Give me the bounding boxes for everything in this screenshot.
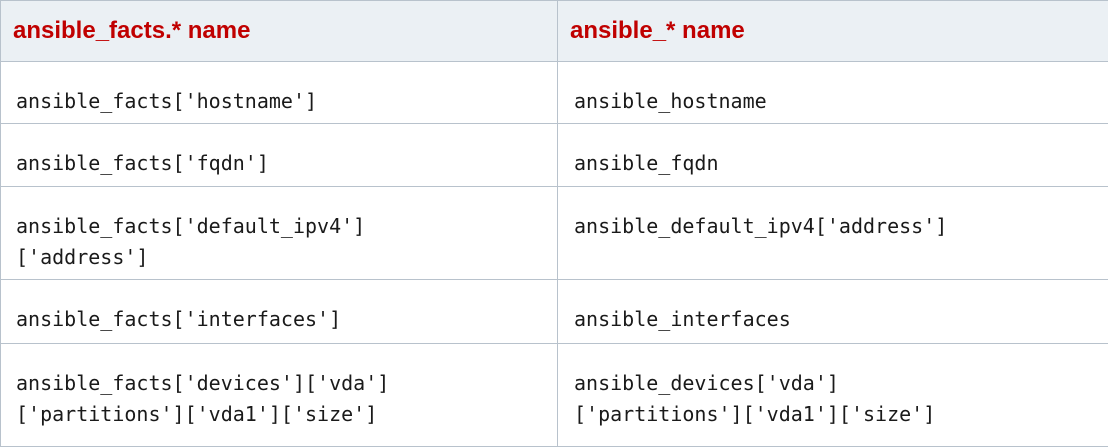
facts-cell: ansible_facts['default_ipv4'] ['address'… <box>1 187 558 280</box>
cell-line: ['partitions']['vda1']['size'] <box>574 399 1096 430</box>
legacy-cell: ansible_hostname <box>558 62 1108 124</box>
cell-line: ansible_interfaces <box>574 304 1096 335</box>
cell-line: ansible_facts['fqdn'] <box>16 148 545 179</box>
cell-line: ansible_hostname <box>574 86 1096 117</box>
table-row: ansible_facts['hostname'] ansible_hostna… <box>1 62 1108 124</box>
cell-line: ['address'] <box>16 242 545 273</box>
table-row: ansible_facts['fqdn'] ansible_fqdn <box>1 124 1108 187</box>
cell-line: ansible_fqdn <box>574 148 1096 179</box>
cell-line: ansible_default_ipv4['address'] <box>574 211 1096 242</box>
table-row: ansible_facts['interfaces'] ansible_inte… <box>1 280 1108 344</box>
cell-line: ['partitions']['vda1']['size'] <box>16 399 545 430</box>
cell-line: ansible_facts['interfaces'] <box>16 304 545 335</box>
header-ansible-facts-name: ansible_facts.* name <box>1 1 558 62</box>
legacy-cell: ansible_fqdn <box>558 124 1108 187</box>
cell-line: ansible_facts['default_ipv4'] <box>16 211 545 242</box>
legacy-cell: ansible_interfaces <box>558 280 1108 344</box>
facts-cell: ansible_facts['hostname'] <box>1 62 558 124</box>
cell-line: ansible_facts['devices']['vda'] <box>16 368 545 399</box>
legacy-cell: ansible_devices['vda'] ['partitions']['v… <box>558 344 1108 447</box>
facts-cell: ansible_facts['interfaces'] <box>1 280 558 344</box>
header-ansible-name: ansible_* name <box>558 1 1108 62</box>
legacy-cell: ansible_default_ipv4['address'] <box>558 187 1108 280</box>
cell-line: ansible_facts['hostname'] <box>16 86 545 117</box>
facts-cell: ansible_facts['fqdn'] <box>1 124 558 187</box>
table-row: ansible_facts['default_ipv4'] ['address'… <box>1 187 1108 280</box>
facts-cell: ansible_facts['devices']['vda'] ['partit… <box>1 344 558 447</box>
table-row: ansible_facts['devices']['vda'] ['partit… <box>1 344 1108 447</box>
cell-line: ansible_devices['vda'] <box>574 368 1096 399</box>
header-row: ansible_facts.* name ansible_* name <box>1 1 1108 62</box>
